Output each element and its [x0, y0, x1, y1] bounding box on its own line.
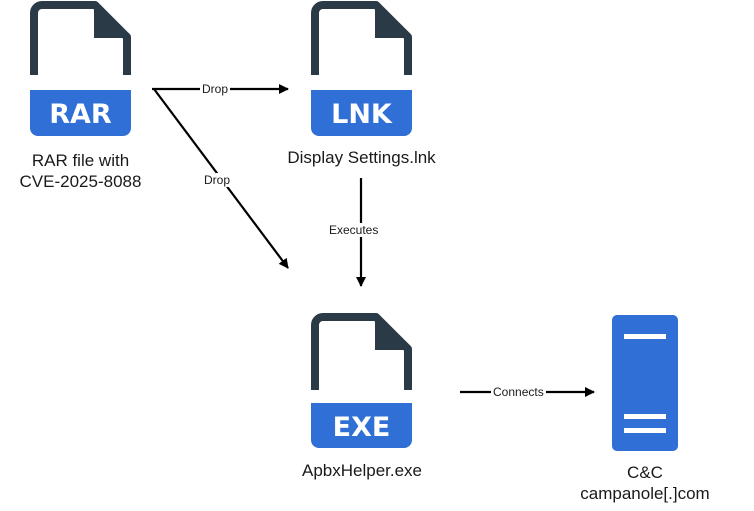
- edge-label-rar-to-lnk: Drop: [200, 82, 231, 96]
- cc-node-label: C&C campanole[.]com: [565, 462, 725, 504]
- rar-label-line1: RAR file with: [31, 151, 130, 170]
- exe-badge-text: EXE: [333, 412, 391, 443]
- edge-label-rar-to-exe: Drop: [202, 173, 233, 187]
- rar-file-icon: RAR: [30, 1, 131, 136]
- edge-label-exe-to-cc: Connects: [491, 385, 546, 399]
- cc-label-line1: C&C: [627, 463, 663, 482]
- edge-label-lnk-to-exe: Executes: [327, 223, 381, 237]
- cc-label-line2: campanole[.]com: [580, 484, 710, 503]
- lnk-file-icon: LNK: [311, 1, 412, 136]
- lnk-badge-text: LNK: [331, 99, 393, 130]
- rar-node-label: RAR file with CVE-2025-8088: [0, 150, 161, 192]
- exe-node-label: ApbxHelper.exe: [282, 460, 442, 481]
- lnk-label-line1: Display Settings.lnk: [287, 148, 436, 167]
- server-icon: [612, 315, 678, 451]
- lnk-node-label: Display Settings.lnk: [261, 147, 462, 168]
- exe-label-line1: ApbxHelper.exe: [301, 461, 423, 480]
- exe-file-icon: EXE: [311, 313, 412, 448]
- rar-label-line2: CVE-2025-8088: [19, 172, 142, 191]
- rar-badge-text: RAR: [49, 99, 112, 130]
